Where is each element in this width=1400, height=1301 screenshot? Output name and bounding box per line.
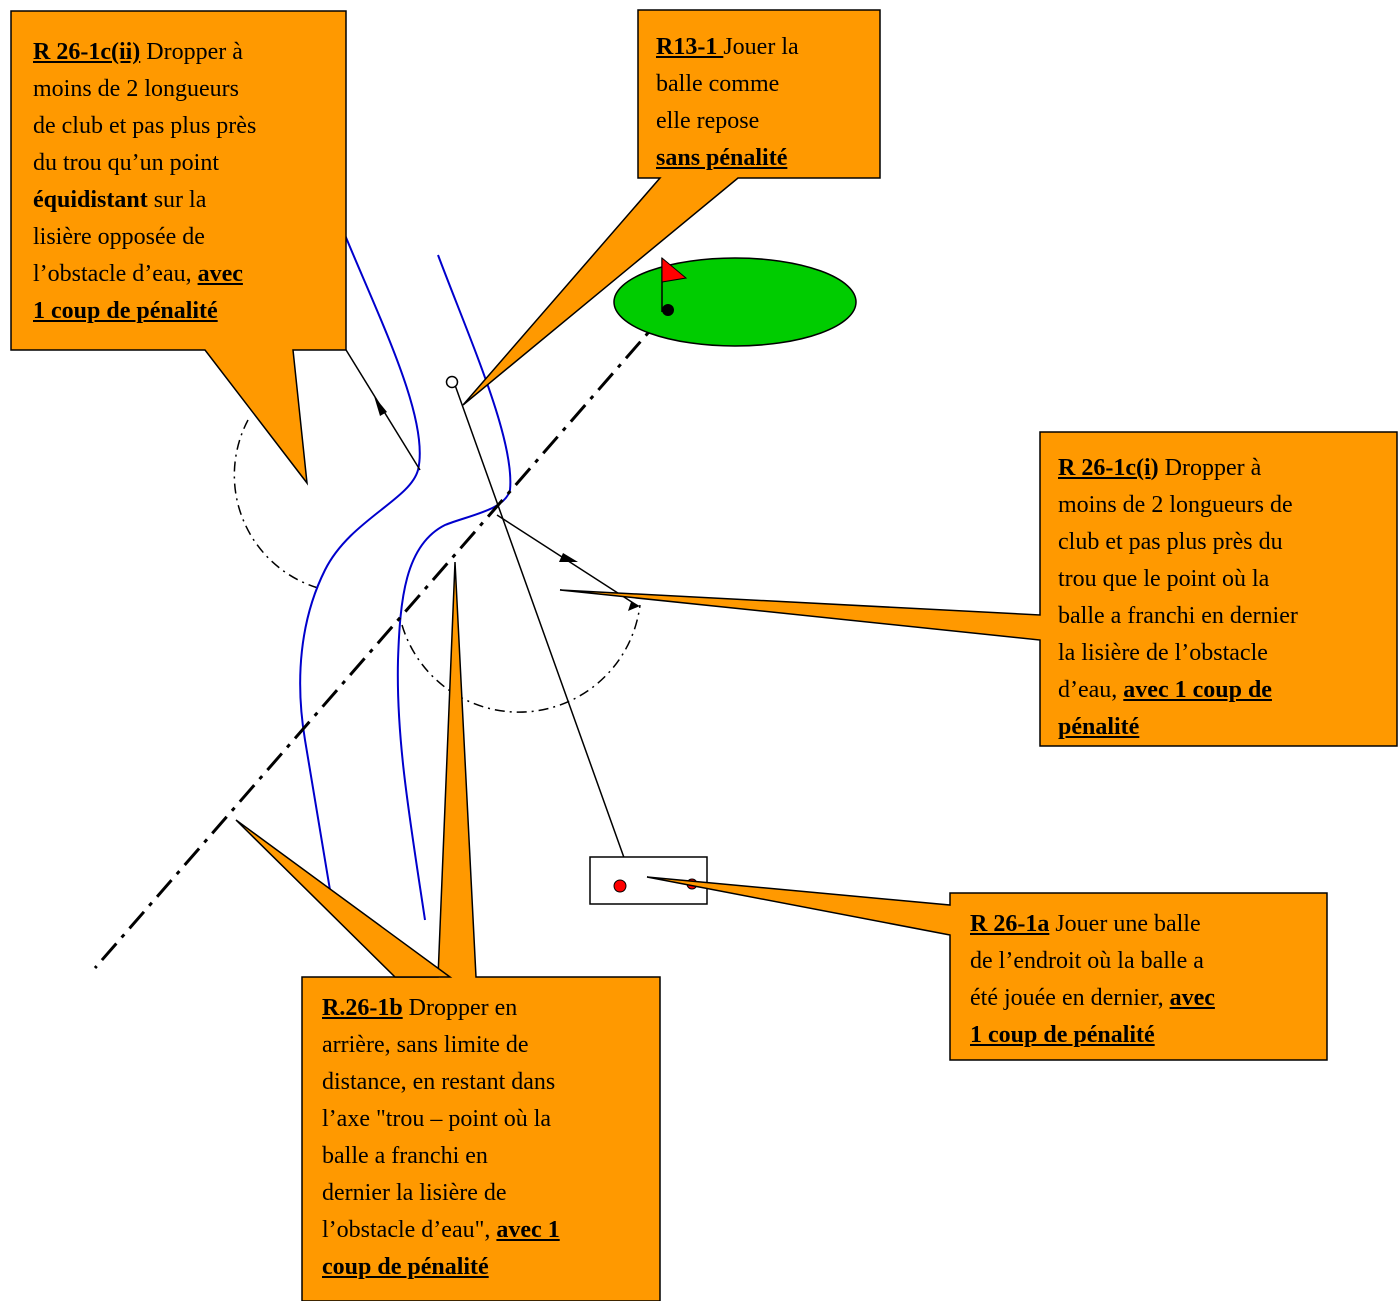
rule-label: R 26-1c(i — [1058, 455, 1151, 481]
callout-text-line: Jouer la — [723, 34, 799, 60]
callout-text-line: de club et pas plus près — [33, 113, 257, 139]
emphasis-text: équidistant — [33, 187, 148, 213]
callout-text-line: balle a franchi en dernier — [1058, 603, 1298, 629]
penalty-text: avec 1 — [496, 1217, 560, 1243]
callout-text-line: arrière, sans limite de — [322, 1032, 529, 1058]
callout-text-line: moins de 2 longueurs — [33, 76, 239, 102]
callout-r13-1-shape — [462, 9, 881, 406]
flag-icon — [661, 256, 688, 283]
callout-text-line: l’axe "trou – point où la — [322, 1106, 552, 1132]
callout-text-line: Jouer une balle — [1049, 911, 1201, 937]
callout-text-line: de l’endroit où la balle a — [970, 948, 1204, 974]
callout-text-line: elle repose — [656, 108, 760, 134]
hole-crossing-axis — [93, 309, 670, 969]
callout-text-line: Dropper en — [402, 995, 518, 1021]
penalty-text: 1 coup de pénalité — [970, 1022, 1155, 1048]
callout-r26-1b-shape — [301, 561, 661, 1301]
penalty-text: avec — [1169, 985, 1215, 1011]
callout-text-line: l’obstacle d’eau, — [33, 261, 198, 287]
callout-r26-1c-ii: R 26-1c(ii) Dropper à moins de 2 longueu… — [33, 34, 343, 330]
drop-zone-arc-right — [401, 604, 641, 713]
callout-text-line: club et pas plus près du — [1058, 529, 1283, 555]
callout-r26-1c-i: R 26-1c(i) Dropper à moins de 2 longueur… — [1058, 450, 1393, 746]
callout-r26-1c-i-shape — [559, 431, 1398, 747]
penalty-text: coup de pénalité — [322, 1254, 489, 1280]
rule-label: R 26-1a — [970, 911, 1050, 937]
hole-icon — [662, 304, 674, 316]
callout-text-line: lisière opposée de — [33, 224, 205, 250]
callout-text-line: du trou qu’un point — [33, 150, 219, 176]
callout-text-line: moins de 2 longueurs de — [1058, 492, 1293, 518]
water-hazard-margin-left — [299, 234, 421, 891]
penalty-text: sans pénalité — [656, 145, 788, 171]
callout-text-line: dernier la lisière de — [322, 1180, 507, 1206]
penalty-text: avec — [197, 261, 243, 287]
callout-text-line: distance, en restant dans — [322, 1069, 556, 1095]
penalty-text: avec 1 coup de — [1123, 677, 1272, 703]
drop-zone-arc-left — [233, 419, 319, 589]
callout-r26-1b: R.26-1b Dropper en arrière, sans limite … — [322, 990, 657, 1286]
callout-text-line: d’eau, — [1058, 677, 1124, 703]
arrowhead-right — [559, 553, 578, 562]
penalty-text: 1 coup de pénalité — [33, 298, 218, 324]
callout-r26-1b-pointer — [235, 819, 453, 978]
callout-text-line: la lisière de l’obstacle — [1058, 640, 1268, 666]
callout-text-line: balle a franchi en — [322, 1143, 488, 1169]
rule-label: R.26-1b — [322, 995, 403, 1021]
callout-text-line: trou que le point où la — [1058, 566, 1270, 592]
rule-label: R13-1 — [656, 34, 724, 60]
callout-r26-1c-ii-shape — [10, 10, 347, 486]
rule-label: ) — [1150, 455, 1159, 481]
arrowhead-edge — [628, 602, 640, 611]
callout-text-line: été jouée en dernier, — [970, 985, 1170, 1011]
callout-text-line: sur la — [147, 187, 207, 213]
callout-r26-1a-shape — [646, 876, 1328, 1061]
callout-text-line: Dropper à — [140, 39, 243, 65]
callout-text-line: Dropper à — [1158, 455, 1262, 481]
water-hazard-margin-right — [396, 254, 512, 921]
callout-r13-1: R13-1 Jouer la balle comme elle repose s… — [656, 29, 876, 177]
rule-label: R 26-1c(ii) — [33, 39, 141, 65]
penalty-text: pénalité — [1058, 714, 1140, 740]
ball-in-hazard-icon — [445, 375, 459, 389]
callout-text-line: balle comme — [656, 71, 780, 97]
arrowhead-up — [374, 396, 387, 416]
putting-green — [613, 257, 857, 347]
ball-flight-line — [454, 384, 633, 881]
tee-ball-red-icon — [613, 879, 627, 893]
callout-r26-1a: R 26-1a Jouer une balle de l’endroit où … — [970, 906, 1325, 1054]
callout-text-line: l’obstacle d’eau", — [322, 1217, 497, 1243]
